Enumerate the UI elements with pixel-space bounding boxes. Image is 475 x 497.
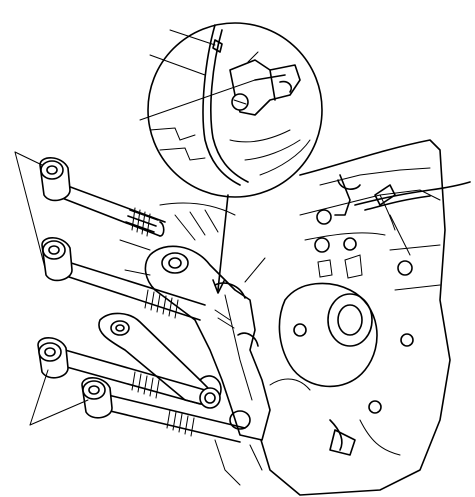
flange-bolt-lower-left [37,337,221,409]
engine-bracket [98,245,271,441]
detail-magnifier [147,22,323,198]
flange-bolt-upper [39,157,166,237]
support-structure [119,202,263,486]
callout-leaders [14,29,266,426]
hose-clip [354,181,471,231]
flange-bolt-middle [41,237,206,321]
flange-bolt-lower-right [81,377,246,443]
engine-block [254,139,451,496]
